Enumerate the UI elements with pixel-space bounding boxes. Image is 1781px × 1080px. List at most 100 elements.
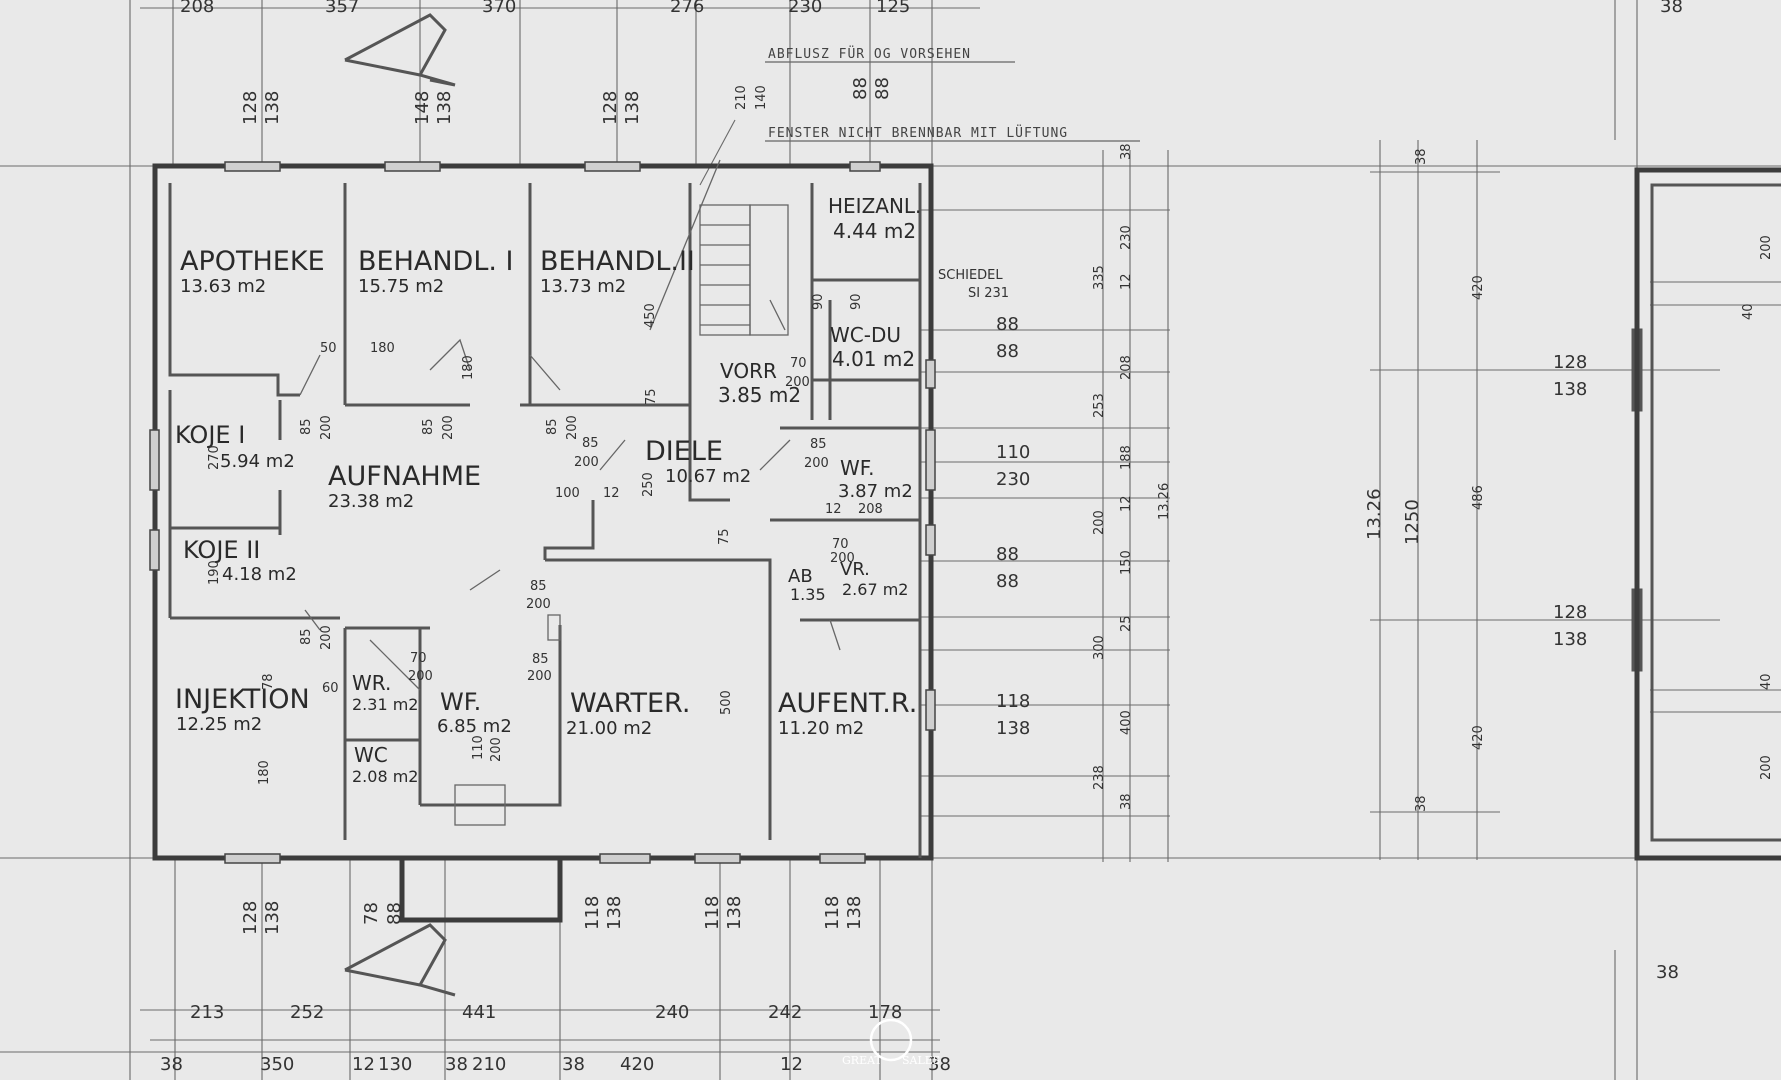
dim-b1-5: 242 [768,1002,802,1023]
dim-vtop-3b: 138 [622,91,643,125]
room-diele-area: 10.67 m2 [665,466,751,487]
door-d4: 180 [461,355,476,380]
dim-vtop-1a: 128 [240,91,261,125]
dim-win-2a: 110 [996,442,1030,463]
room-wc-name: WC [354,743,388,767]
door-d15a: 208 [858,502,883,517]
sec-486: 486 [1471,485,1486,510]
door-d15b: 12 [825,502,842,517]
room-wf2-area: 6.85 m2 [437,716,512,737]
dim-r-4: 208 [1119,355,1134,380]
dim-vtop-2b: 138 [434,91,455,125]
section-marker-bottom [344,923,456,997]
dim-b2-1: 38 [160,1054,183,1075]
door-d26: 270 [207,445,222,470]
door-d20a: 70 [410,651,427,666]
door-d17b: 200 [526,597,551,612]
sec-top38: 38 [1414,148,1429,165]
far-right-38: 38 [1656,962,1679,983]
far-right-3: 40 [1759,673,1774,690]
room-labels: APOTHEKE 13.63 m2 BEHANDL. I 15.75 m2 BE… [175,194,921,786]
door-d27: 190 [207,560,222,585]
dim-r-3: 12 [1119,273,1134,290]
door-d11: 250 [641,472,656,497]
dim-top-4: 276 [670,0,704,17]
door-d28: 75 [717,528,732,545]
dim-bwin-1b: 138 [262,901,283,935]
dim-win-2b: 230 [996,469,1030,490]
dim-win-3b: 88 [996,571,1019,592]
door-d6a: 85 [582,436,599,451]
dim-b2-right: 38 [928,1054,951,1075]
room-behandl2-name: BEHANDL.II [540,246,695,277]
dim-b1-4: 240 [655,1002,689,1023]
door-d14b: 90 [849,293,864,310]
door-d16a: 70 [832,537,849,552]
section-view [1634,167,1781,861]
note-schiedel-1: SCHIEDEL [938,268,1003,283]
dimension-lines [140,0,1781,1080]
room-apotheke-area: 13.63 m2 [180,276,266,297]
room-aufnahme-name: AUFNAHME [328,461,481,492]
room-koje2-area: 4.18 m2 [222,564,297,585]
door-d17a: 85 [530,579,547,594]
door-d20b: 200 [408,669,433,684]
door-d7b: 200 [785,375,810,390]
room-diele-name: DIELE [645,436,723,467]
door-d19a: 85 [532,652,549,667]
door-d2b: 200 [319,415,334,440]
room-wc-area: 2.08 m2 [352,767,418,786]
note-schiedel-2: SI 231 [968,286,1009,301]
room-koje1-name: KOJE I [175,421,245,449]
dim-b1-6: 178 [868,1002,902,1023]
door-d24b: 200 [489,737,504,762]
bottom-dimensions: 128 138 78 88 118 138 118 138 118 138 21… [160,896,951,1075]
room-vr-name: VR. [840,559,870,580]
door-d9: 100 [555,486,580,501]
section-dimensions: 13.26 1250 38 420 486 420 38 128 138 128… [1364,148,1774,983]
dim-r-6: 188 [1119,445,1134,470]
door-d25: 500 [719,690,734,715]
door-d5b: 200 [565,415,580,440]
dim-bwin-2a: 78 [361,902,382,925]
dim-bwin-5a: 118 [822,896,843,930]
room-wr-area: 2.31 m2 [352,695,418,714]
room-wcdu-name: WC-DU [830,323,901,347]
walls [152,163,934,923]
dim-win-1a: 88 [996,314,1019,335]
door-d2a: 85 [299,418,314,435]
door-d1b: 180 [370,341,395,356]
dim-b2-7: 38 [562,1054,585,1075]
dim-b2-4: 130 [378,1054,412,1075]
door-d12: 75 [644,388,659,405]
room-wcdu-area: 4.01 m2 [832,347,915,371]
dim-r-7: 12 [1119,495,1134,512]
door-swings [299,159,841,691]
top-dimensions: 208 357 370 276 230 125 38 128 138 148 1… [180,0,1683,125]
room-koje1-area: 5.94 m2 [220,451,295,472]
right-dimensions: 38 230 12 208 253 188 12 200 150 25 300 … [996,143,1172,810]
room-behandl2-area: 13.73 m2 [540,276,626,297]
dim-vtop-1b: 138 [262,91,283,125]
door-labels: 50 180 85 200 85 200 180 85 200 85 200 7… [207,293,883,785]
sec-win1b: 138 [1553,379,1587,400]
room-heizanl-area: 4.44 m2 [833,219,916,243]
room-vorr-area: 3.85 m2 [718,383,801,407]
room-wr-name: WR. [352,671,391,695]
dim-r-335: 335 [1092,265,1107,290]
door-d22: 78 [261,673,276,690]
dim-bwin-4b: 138 [724,896,745,930]
dim-r-12: 400 [1119,710,1134,735]
dim-r-14: 38 [1119,793,1134,810]
room-heizanl-name: HEIZANL. [828,194,921,218]
dim-r-total: 13.26 [1157,483,1172,520]
door-d3a: 85 [421,418,436,435]
notes: ABFLUSZ FÜR OG VORSEHEN FENSTER NICHT BR… [765,45,1140,301]
door-d7a: 70 [790,356,807,371]
door-d5a: 85 [545,418,560,435]
door-d3b: 200 [441,415,456,440]
dim-b2-9: 12 [780,1054,803,1075]
room-warter-area: 21.00 m2 [566,718,652,739]
door-d8b: 200 [804,456,829,471]
door-d1a: 50 [320,341,337,356]
